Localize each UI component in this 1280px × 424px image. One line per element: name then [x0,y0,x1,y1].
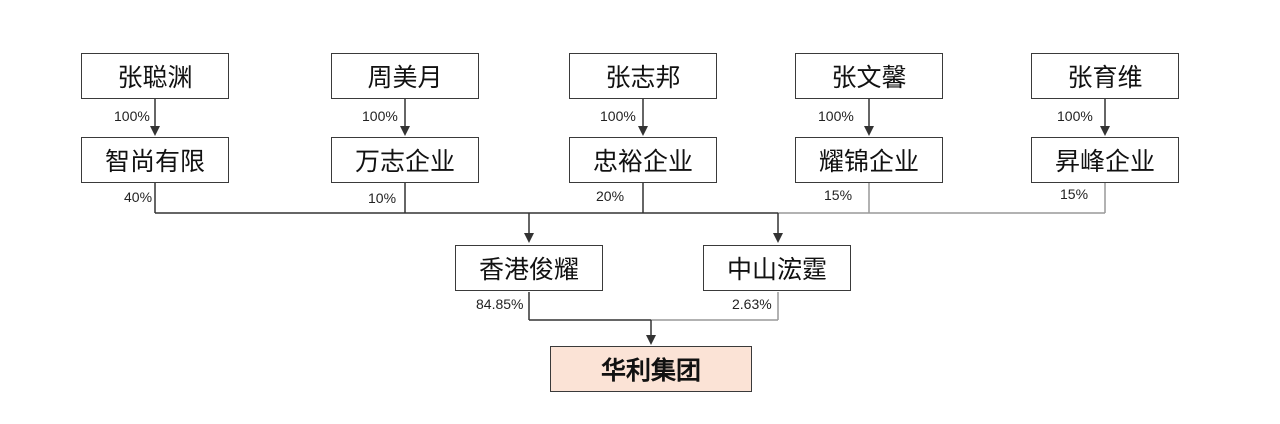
company-share-4: 15% [824,187,853,203]
company-box-3: 忠裕企业 [569,137,717,183]
company-share-5: 15% [1060,186,1089,202]
person-share-3: 100% [600,108,636,124]
company-box-5: 昇峰企业 [1031,137,1179,183]
person-share-2: 100% [362,108,398,124]
holding-box-2: 中山浤霆 [703,245,851,291]
person-box-4: 张文馨 [795,53,943,99]
company-box-2: 万志企业 [331,137,479,183]
person-share-1: 100% [114,108,150,124]
final-company-box: 华利集团 [550,346,752,392]
company-share-1: 40% [124,189,153,205]
holding-box-1: 香港俊耀 [455,245,603,291]
company-box-1: 智尚有限 [81,137,229,183]
company-box-4: 耀锦企业 [795,137,943,183]
person-share-4: 100% [818,108,854,124]
company-share-3: 20% [596,188,625,204]
person-box-5: 张育维 [1031,53,1179,99]
holding-share-2: 2.63% [732,296,772,312]
person-share-5: 100% [1057,108,1093,124]
company-share-2: 10% [368,190,397,206]
person-box-1: 张聪渊 [81,53,229,99]
person-box-3: 张志邦 [569,53,717,99]
person-box-2: 周美月 [331,53,479,99]
holding-share-1: 84.85% [476,296,524,312]
